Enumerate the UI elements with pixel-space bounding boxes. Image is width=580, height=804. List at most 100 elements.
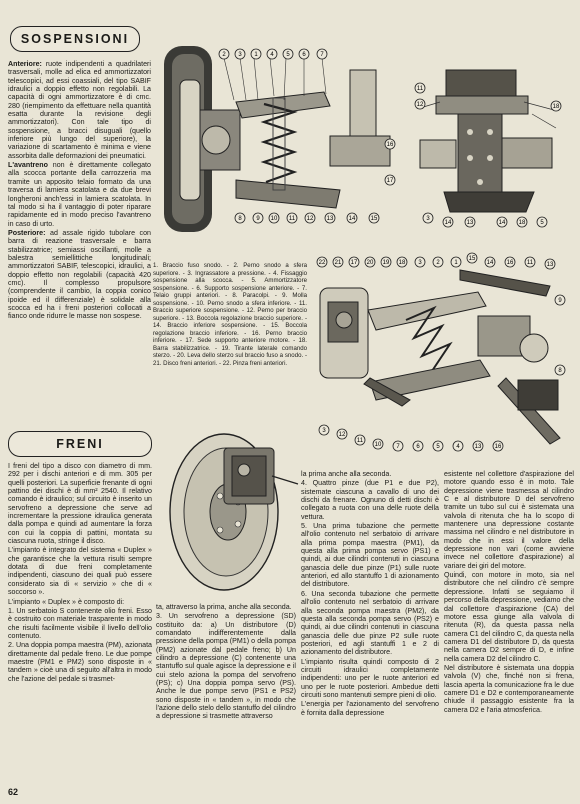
callout-circle [346,212,358,224]
callout-circle [372,438,384,450]
callout-circle [442,216,454,228]
freni-col3-p6: L'energia per l'azionamento del servofre… [301,700,439,717]
suspension-assembly-drawing [319,269,561,445]
freni-column-1: I freni del tipo a disco con diametro di… [8,462,152,684]
callout-number: 19 [383,260,390,266]
callout-number: 13 [547,262,554,268]
callout-circle [432,440,444,452]
callout-circle [316,256,328,268]
callout-number: 1 [254,52,258,58]
callout-circle [250,48,262,60]
callout-number: 14 [499,220,506,226]
callout-circle [336,428,348,440]
callout-circle [368,212,380,224]
callout-circle [516,216,528,228]
callout-circle [472,440,484,452]
callout-circle [450,256,462,268]
page-number: 62 [8,787,19,797]
callout-number: 1 [454,260,458,266]
callout-circle [384,138,396,150]
callout-number: 2 [436,260,440,266]
freni-col3-p5: L'impianto risulta quindi composto di 2 … [301,657,439,699]
callout-circle [412,440,424,452]
callout-circle [550,100,562,112]
sospensioni-title: SOSPENSIONI [20,32,130,46]
callout-number: 3 [238,52,242,58]
callout-number: 14 [487,260,494,266]
freni-col1-p4: 1. Un serbatoio S contenente olio freni.… [8,606,152,640]
callout-circle [324,212,336,224]
callout-number: 2 [222,52,226,58]
callout-circle [414,98,426,110]
callout-circle [484,256,496,268]
callout-number: 14 [349,216,356,222]
callout-number: 16 [387,142,394,148]
paragraph-anteriore: Anteriore: ruote indipendenti a quadrila… [8,60,151,160]
callout-number: 12 [307,216,314,222]
callout-number: 16 [507,260,514,266]
callout-number: 4 [456,444,460,450]
callout-circle [364,256,376,268]
callout-number: 3 [426,216,430,222]
freni-column-2: ta, attraverso la prima, anche alla seco… [156,603,296,722]
section-title-sospensioni: SOSPENSIONI [10,26,140,52]
callout-number: 11 [417,86,424,92]
callout-circle [304,212,316,224]
callout-circle [554,364,566,376]
freni-title: FRENI [56,437,104,451]
callout-number: 10 [271,216,278,222]
callout-circle [282,48,294,60]
callout-number: 5 [436,444,440,450]
figure-caption: 1. Braccio fuso snodo. - 2. Perno snodo … [153,262,307,367]
callout-circle [554,294,566,306]
callout-number: 18 [519,220,526,226]
callout-number: 17 [351,260,358,266]
callout-circle [432,256,444,268]
callout-circle [298,48,310,60]
callout-circle [414,256,426,268]
callout-number: 9 [558,298,562,304]
brake-disc-drawing [169,433,299,591]
freni-column-4: esistente nel collettore d'aspirazione d… [444,470,574,715]
freni-col1-p3: L'impianto « Duplex » è composto di: [8,597,125,606]
callout-circle [252,212,264,224]
callout-number: 13 [327,216,334,222]
callout-circle [266,48,278,60]
freni-col3-p2: 4. Quattro pinze (due P1 e due P2), sist… [301,479,439,521]
callout-circle [218,48,230,60]
callout-number: 3 [418,260,422,266]
callout-number: 20 [367,260,374,266]
freni-col4-p2: Quindi, con motore in moto, sia nel dist… [444,571,574,663]
callout-number: 9 [256,216,260,222]
freni-col4-p3: Nel distributore è sistemata una doppia … [444,663,574,714]
callout-number: 22 [319,260,326,266]
callout-circle [544,258,556,270]
freni-col1-p1: I freni del tipo a disco con diametro di… [8,462,152,546]
callout-number: 13 [467,220,474,226]
callout-circle [332,256,344,268]
callout-circle [464,216,476,228]
callout-number: 11 [527,260,534,266]
freni-col1-p5: 2. Una doppia pompa maestra (PM), aziona… [8,641,152,683]
paragraph-posteriore: Posteriore: ad assale rigido tubolare co… [8,229,151,321]
callout-number: 17 [387,178,394,184]
label-anteriore: Anteriore: [8,60,42,68]
callout-circle [466,252,478,264]
callout-circle [234,48,246,60]
callout-circle [268,212,280,224]
callout-number: 6 [416,444,420,450]
callout-number: 4 [270,52,274,58]
callout-number: 15 [469,256,476,262]
callout-circle [452,440,464,452]
callout-circle [380,256,392,268]
callout-circle [396,256,408,268]
callout-number: 10 [375,442,382,448]
text-posteriore: ad assale rigido tubolare con barra di r… [8,228,151,321]
label-posteriore: Posteriore: [8,228,46,237]
callout-circle [316,48,328,60]
callout-number: 15 [371,216,378,222]
freni-col3-p3: 5. Una prima tubazione che permette all'… [301,522,439,589]
